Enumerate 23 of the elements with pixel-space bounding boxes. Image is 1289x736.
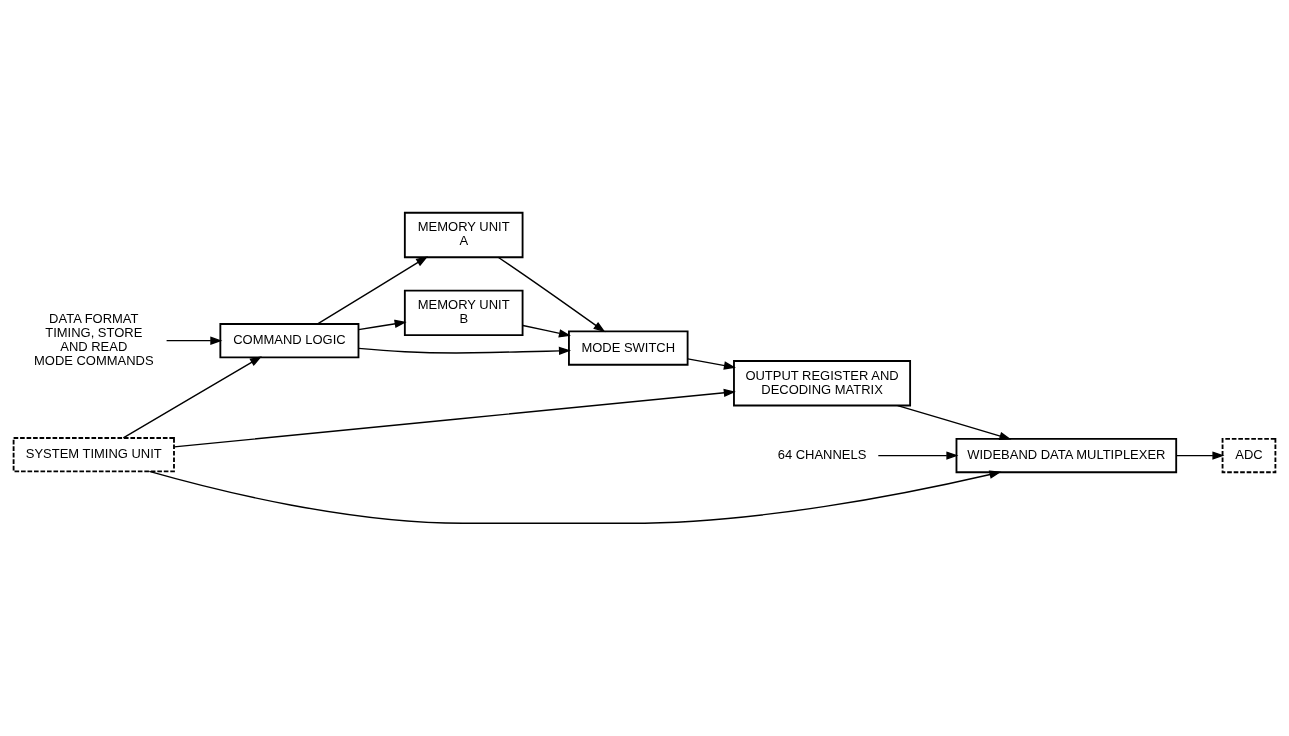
arrow	[497, 256, 606, 333]
arrow	[357, 319, 407, 331]
node-box: OUTPUT REGISTER AND DECODING MATRIX	[733, 360, 912, 407]
arrow	[165, 336, 223, 345]
node-box: MEMORY UNIT A	[403, 211, 524, 259]
node-box: ADC	[1221, 438, 1277, 474]
arrow	[877, 451, 959, 460]
arrow	[173, 388, 736, 448]
arrow	[687, 358, 736, 370]
arrow	[897, 404, 1012, 441]
node-box: WIDEBAND DATA MULTIPLEXER	[955, 438, 1178, 474]
node-box: COMMAND LOGIC	[219, 323, 360, 359]
node-box: MEMORY UNIT B	[403, 289, 524, 336]
arrow	[122, 356, 262, 439]
arrow	[358, 346, 571, 356]
node-text: 64 CHANNELS	[777, 447, 867, 463]
arrow	[522, 324, 571, 338]
arrow	[148, 470, 1002, 524]
arrow	[1175, 451, 1225, 460]
arrow	[316, 256, 429, 325]
node-text: DATA FORMAT TIMING, STORE AND READ MODE COMMANDS	[33, 311, 154, 368]
node-box: MODE SWITCH	[568, 330, 689, 366]
node-box: SYSTEM TIMING UNIT	[12, 437, 175, 473]
